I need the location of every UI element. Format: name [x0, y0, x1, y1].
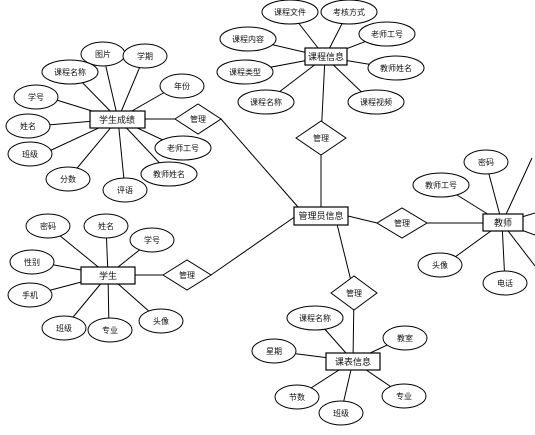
svg-text:姓名: 姓名	[98, 221, 114, 231]
svg-text:星期: 星期	[266, 347, 282, 356]
attribute-course-name: 课程名称	[237, 89, 295, 115]
svg-text:老师工号: 老师工号	[371, 29, 403, 39]
svg-text:手机: 手机	[22, 290, 38, 300]
svg-text:课表信息: 课表信息	[335, 356, 371, 368]
attribute-teacher-phone: 电话	[482, 270, 528, 296]
entity-admin-info: 管理员信息	[293, 206, 349, 226]
svg-text:老师工号: 老师工号	[167, 143, 199, 153]
svg-text:课程文件: 课程文件	[274, 7, 306, 17]
attribute-grade-teacher-no: 老师工号	[154, 135, 212, 161]
svg-text:图片: 图片	[95, 49, 111, 59]
attribute-grade-semester: 学期	[122, 43, 168, 69]
svg-text:课程类型: 课程类型	[229, 67, 261, 77]
svg-text:教师姓名: 教师姓名	[153, 169, 185, 179]
attribute-student-major: 专业	[87, 317, 133, 343]
attribute-grade-course-name: 课程名称	[41, 59, 99, 85]
svg-text:密码: 密码	[40, 221, 56, 231]
svg-text:电话: 电话	[497, 278, 513, 288]
attribute-grade-year: 年份	[159, 73, 205, 99]
svg-text:班级: 班级	[333, 408, 349, 418]
relationship-grade-admin: 管理	[174, 103, 222, 135]
relationship-teacher-admin: 管理	[376, 207, 428, 239]
svg-text:考核方式: 考核方式	[333, 7, 365, 17]
relationship-student-admin: 管理	[162, 259, 212, 291]
attribute-teacher-password: 密码	[463, 149, 509, 175]
attribute-course-file: 课程文件	[261, 0, 319, 25]
svg-text:性别: 性别	[24, 257, 40, 267]
svg-text:评语: 评语	[117, 185, 133, 195]
attribute-course-exam-method: 考核方式	[320, 0, 378, 25]
svg-text:教师工号: 教师工号	[425, 180, 457, 190]
attribute-timetable-course-name: 课程名称	[286, 305, 344, 331]
attribute-grade-comment: 评语	[102, 177, 148, 203]
attribute-grade-class: 班级	[7, 141, 53, 167]
attribute-timetable-period: 节数	[274, 384, 320, 410]
svg-text:年份: 年份	[174, 81, 190, 91]
svg-text:学生: 学生	[99, 270, 117, 282]
svg-text:班级: 班级	[22, 149, 38, 159]
attribute-student-gender: 性别	[9, 249, 55, 275]
svg-text:专业: 专业	[102, 325, 118, 335]
svg-text:学号: 学号	[144, 235, 160, 245]
svg-text:课程内容: 课程内容	[232, 34, 264, 44]
entity-student: 学生	[80, 266, 136, 285]
svg-text:学号: 学号	[28, 92, 44, 102]
svg-text:头像: 头像	[432, 260, 448, 270]
relationship-label: 管理	[394, 218, 410, 228]
relationship-course-admin: 管理	[295, 120, 347, 156]
svg-text:课程视频: 课程视频	[360, 97, 392, 107]
entity-teacher: 教师	[482, 213, 524, 232]
attribute-course-teacher-name: 教师姓名	[367, 55, 425, 81]
relationship-timetable-admin: 管理	[330, 275, 378, 311]
svg-text:姓名: 姓名	[20, 121, 36, 131]
svg-text:教师: 教师	[494, 217, 512, 229]
relationship-label: 管理	[346, 288, 362, 298]
attribute-grade-score: 分数	[45, 166, 91, 192]
attribute-student-no: 学号	[129, 227, 175, 253]
svg-text:头像: 头像	[153, 316, 169, 326]
svg-text:课程名称: 课程名称	[250, 97, 282, 107]
attribute-timetable-classroom: 教室	[382, 325, 428, 351]
svg-text:管理员信息: 管理员信息	[298, 210, 343, 222]
attribute-student-avatar: 头像	[138, 308, 184, 334]
entity-student-grade: 学生成绩	[89, 110, 146, 129]
attribute-grade-teacher-name: 教师姓名	[140, 161, 198, 187]
svg-text:专业: 专业	[396, 391, 412, 401]
svg-text:课程名称: 课程名称	[299, 313, 331, 323]
relationship-label: 管理	[190, 114, 206, 124]
svg-text:教师姓名: 教师姓名	[380, 63, 412, 73]
attribute-timetable-major: 专业	[381, 383, 427, 409]
attribute-course-video: 课程视频	[347, 89, 405, 115]
attribute-student-password: 密码	[25, 213, 71, 239]
relationship-label: 管理	[179, 270, 195, 280]
attribute-course-content: 课程内容	[219, 26, 277, 52]
svg-text:课程信息: 课程信息	[308, 51, 344, 63]
attribute-grade-name: 姓名	[5, 113, 51, 139]
entity-course-info: 课程信息	[304, 47, 348, 66]
svg-text:教室: 教室	[397, 333, 413, 343]
svg-text:学期: 学期	[137, 51, 153, 61]
attribute-teacher-no: 教师工号	[412, 172, 470, 198]
attribute-student-name: 姓名	[83, 213, 129, 239]
svg-text:分数: 分数	[60, 174, 76, 184]
attribute-student-phone: 手机	[7, 282, 53, 308]
attribute-grade-student-no: 学号	[13, 84, 59, 110]
entity-timetable-info: 课表信息	[325, 352, 381, 371]
attribute-timetable-weekday: 星期	[251, 338, 297, 364]
attribute-student-class: 班级	[41, 315, 87, 341]
attribute-teacher-avatar: 头像	[417, 252, 463, 278]
svg-text:节数: 节数	[289, 392, 305, 402]
attribute-course-type: 课程类型	[216, 59, 274, 85]
relationship-label: 管理	[313, 133, 329, 143]
svg-text:班级: 班级	[56, 323, 72, 333]
svg-text:学生成绩: 学生成绩	[99, 114, 135, 126]
attribute-timetable-class: 班级	[318, 400, 364, 426]
svg-text:密码: 密码	[478, 157, 494, 167]
attribute-course-teacher-no: 老师工号	[358, 21, 416, 47]
svg-text:课程名称: 课程名称	[54, 67, 86, 77]
